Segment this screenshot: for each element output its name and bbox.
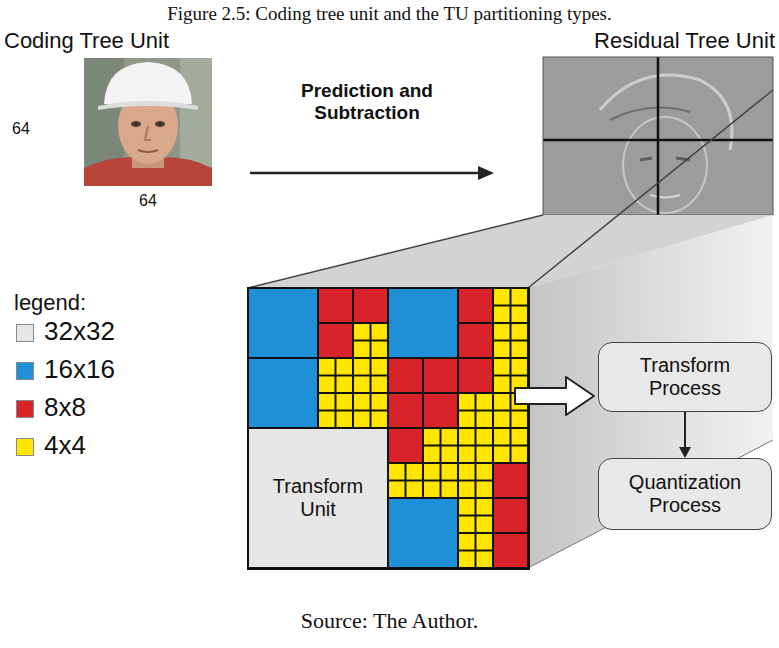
legend-swatch: [16, 324, 34, 342]
block-arrow: [515, 377, 594, 415]
process-box: Transform Process: [598, 342, 772, 412]
connector-arrow: [679, 412, 691, 458]
legend-text: 16x16: [44, 354, 115, 385]
legend-swatch: [16, 438, 34, 456]
legend-text: 32x32: [44, 316, 115, 347]
residual-image: [543, 57, 773, 215]
node-text: Transform Unit: [257, 475, 379, 521]
arrow-head: [679, 447, 691, 458]
legend-swatch: [16, 400, 34, 418]
figure-title: Figure 2.5: Coding tree unit and the TU …: [0, 3, 779, 25]
legend-text: 8x8: [44, 392, 86, 423]
arrow-label: Prediction and Subtraction: [262, 80, 472, 124]
legend-text: 4x4: [44, 430, 86, 461]
legend-heading: legend:: [14, 290, 86, 316]
transform-unit-block: Transform Unit: [249, 429, 387, 567]
legend-swatch: [16, 362, 34, 380]
prediction-arrow: [250, 172, 480, 175]
connector-line: [684, 412, 686, 449]
tu-grid: [247, 287, 530, 570]
dimension-label: 64: [139, 192, 157, 210]
node-text: Quantization Process: [606, 471, 764, 517]
source-caption: Source: The Author.: [0, 608, 779, 634]
section-heading: Coding Tree Unit: [4, 28, 169, 54]
arrow-head: [478, 166, 494, 180]
node-text: Transform Process: [606, 354, 764, 400]
process-box: Quantization Process: [598, 458, 772, 530]
ctu-photo: [84, 58, 212, 186]
dimension-label: 64: [12, 120, 30, 138]
section-heading: Residual Tree Unit: [594, 28, 775, 54]
